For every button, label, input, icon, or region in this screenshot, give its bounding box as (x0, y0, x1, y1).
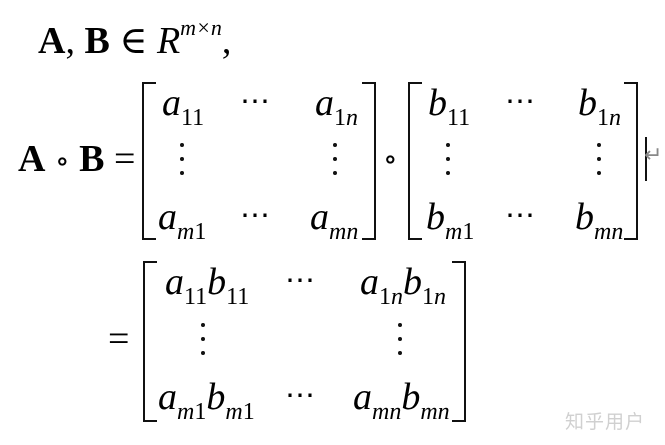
lhs-matrix-B: B (79, 138, 105, 180)
result-matrix-right-bracket (452, 261, 466, 422)
matrix-b-right-vdots (597, 143, 601, 185)
result-entry-11: a11b11 (165, 261, 250, 310)
hadamard-operator: ∘ (54, 145, 70, 178)
matrix-B-symbol: B (84, 20, 110, 62)
result-entry-mn: amnbmn (353, 376, 450, 425)
matrix-b-top-hdots: ⋯ (505, 85, 537, 118)
matrix-A-symbol: A (38, 20, 66, 62)
real-space-symbol: R (156, 20, 181, 62)
matrix-a-entry-11: a11 (162, 82, 205, 131)
matrix-b-right-bracket (624, 82, 638, 240)
paragraph-return-icon: ↵ (644, 143, 663, 168)
result-entry-1n: a1nb1n (360, 261, 446, 310)
trailing-comma: , (221, 20, 232, 62)
matrix-a-top-hdots: ⋯ (240, 85, 272, 118)
matrix-a-bottom-hdots: ⋯ (240, 199, 272, 232)
matrix-a-entry-1n: a1n (315, 82, 358, 131)
result-bottom-hdots: ⋯ (285, 379, 317, 412)
element-of-symbol: ∈ (119, 20, 148, 62)
result-equals-sign: = (108, 318, 130, 360)
result-matrix-left-bracket (143, 261, 157, 422)
result-left-vdots (201, 323, 205, 365)
result-top-hdots: ⋯ (285, 264, 317, 297)
matrix-a-entry-mn: amn (310, 196, 359, 245)
matrix-b-entry-mn: bmn (575, 196, 624, 245)
definition-line: A, B ∈ Rm×n, (38, 17, 232, 62)
matrix-b-left-vdots (446, 143, 450, 185)
matrix-b-entry-m1: bm1 (426, 196, 475, 245)
hadamard-operator-between: ∘ (383, 143, 398, 176)
result-entry-m1: am1bm1 (158, 376, 255, 425)
comma: , (65, 20, 75, 62)
matrix-b-bottom-hdots: ⋯ (505, 199, 537, 232)
matrix-a-left-bracket (142, 82, 156, 240)
matrix-b-entry-1n: b1n (578, 82, 621, 131)
matrix-a-left-vdots (180, 143, 184, 185)
zhihu-watermark: 知乎用户 (565, 411, 646, 433)
result-right-vdots (398, 323, 402, 365)
hadamard-lhs: A ∘ B = (18, 140, 135, 178)
dimension-superscript: m×n (180, 15, 222, 40)
matrix-b-left-bracket (408, 82, 422, 240)
equals-sign: = (114, 138, 136, 180)
matrix-a-entry-m1: am1 (158, 196, 207, 245)
matrix-a-right-bracket (362, 82, 376, 240)
matrix-a-right-vdots (333, 143, 337, 185)
matrix-b-entry-11: b11 (428, 82, 471, 131)
text-cursor (645, 137, 647, 181)
lhs-matrix-A: A (18, 138, 46, 180)
